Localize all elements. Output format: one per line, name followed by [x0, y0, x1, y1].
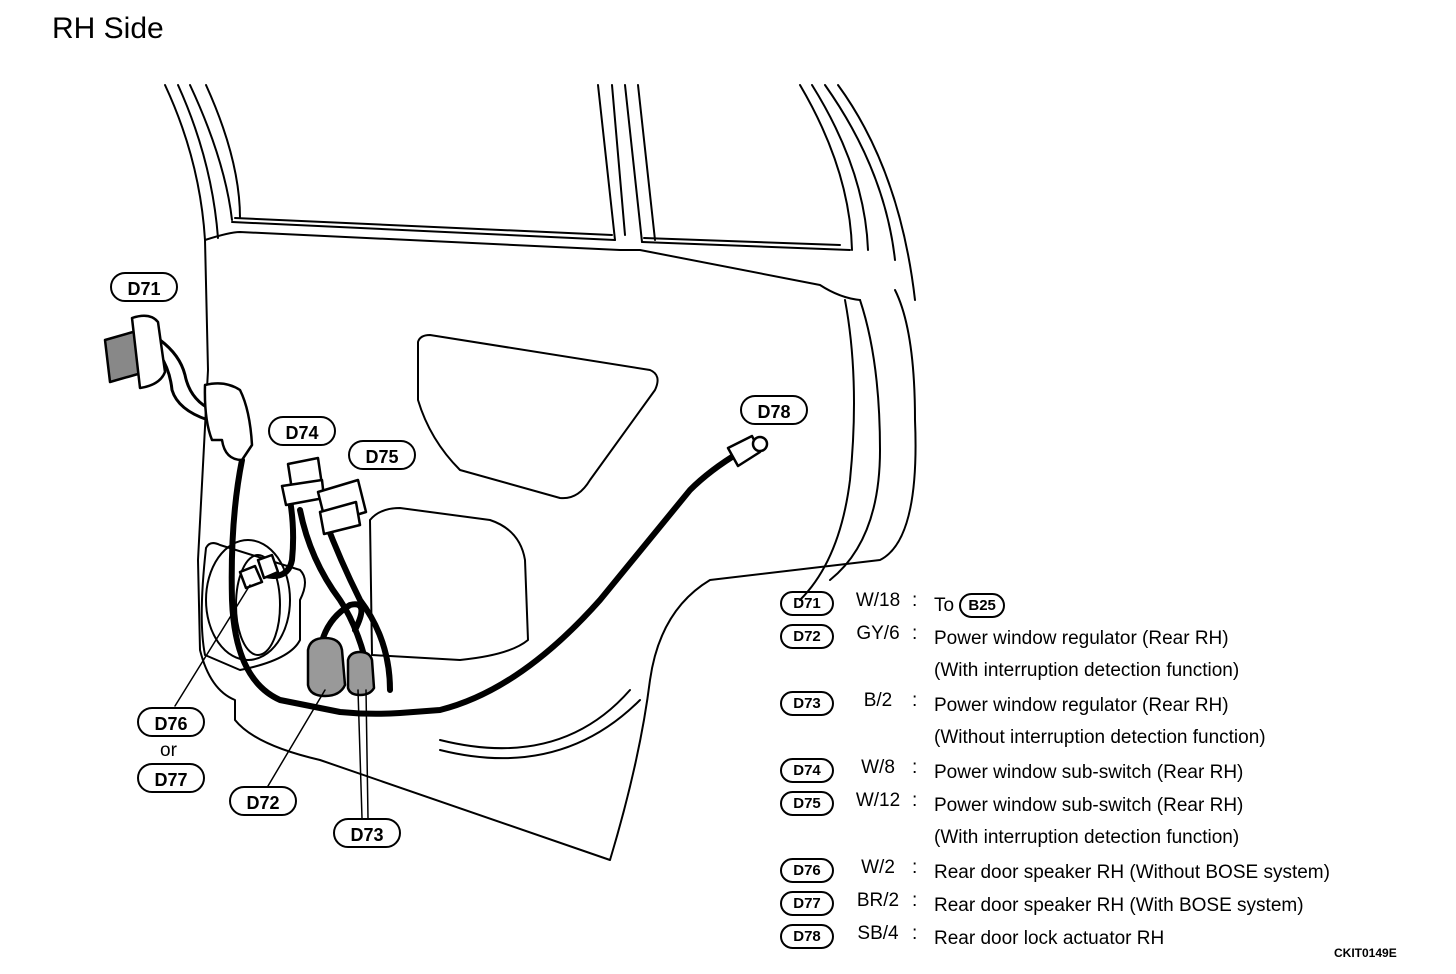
tag-d72: D72 — [229, 786, 297, 816]
legend-tag: D71 — [780, 591, 834, 616]
legend-wire: BR/2 — [856, 890, 900, 911]
legend-desc: To B25 — [934, 590, 1005, 622]
legend-desc: Rear door speaker RH (With BOSE system) — [934, 895, 1304, 916]
legend-desc-line2: (With interruption detection function) — [934, 660, 1240, 681]
legend-desc-line1: Power window regulator (Rear RH) — [934, 695, 1229, 716]
legend-desc: Rear door speaker RH (Without BOSE syste… — [934, 862, 1330, 883]
legend-row-d73: D73 B/2 : Power window regulator (Rear R… — [780, 688, 1440, 755]
door-panel — [197, 231, 917, 861]
legend-row-d75: D75 W/12 : Power window sub-switch (Rear… — [780, 788, 1440, 855]
legend-wire: W/8 — [861, 757, 895, 778]
d73-connector-body — [346, 650, 376, 697]
legend-desc: Power window sub-switch (Rear RH) (With i… — [934, 790, 1243, 854]
d74-connector-body — [280, 456, 326, 507]
legend-tag: D77 — [780, 891, 834, 916]
window-frame — [164, 84, 916, 301]
wire-harness — [228, 449, 743, 717]
legend-sep: : — [912, 790, 918, 811]
legend-wire: B/2 — [863, 690, 893, 711]
legend-tag: D73 — [780, 691, 834, 716]
legend-row-d74: D74 W/8 : Power window sub-switch (Rear … — [780, 755, 1440, 788]
legend-desc-line2: (Without interruption detection function… — [934, 727, 1266, 748]
legend-desc-line2: (With interruption detection function) — [934, 827, 1240, 848]
legend-ref-tag: B25 — [959, 593, 1005, 619]
legend-wire: GY/6 — [856, 623, 900, 644]
legend-wire: W/2 — [861, 857, 895, 878]
legend-row-d76: D76 W/2 : Rear door speaker RH (Without … — [780, 855, 1440, 888]
legend-wire: W/18 — [855, 590, 901, 611]
legend-row-d71: D71 W/18 : To B25 — [780, 588, 1440, 621]
legend-desc: Rear door lock actuator RH — [934, 928, 1165, 949]
tag-d78: D78 — [740, 395, 808, 425]
legend-desc: Power window regulator (Rear RH) (Without… — [934, 690, 1266, 754]
tag-d76: D76 — [137, 707, 205, 737]
legend-tag: D72 — [780, 624, 834, 649]
legend-row-d77: D77 BR/2 : Rear door speaker RH (With BO… — [780, 888, 1440, 921]
legend-wire: W/12 — [855, 790, 901, 811]
legend-tag: D75 — [780, 791, 834, 816]
legend-tag: D76 — [780, 858, 834, 883]
d72-connector-body — [306, 636, 347, 698]
page-title: RH Side — [52, 12, 164, 45]
legend-sep: : — [912, 623, 918, 644]
tag-d77: D77 — [137, 763, 205, 793]
leader-lines — [174, 584, 369, 819]
legend-sep: : — [912, 690, 918, 711]
d71-connector-body — [103, 314, 167, 390]
d76-connector-body — [238, 553, 280, 590]
d78-connector-body — [726, 434, 769, 468]
legend-desc-line1: Power window sub-switch (Rear RH) — [934, 795, 1244, 816]
d75-connector-body — [316, 478, 368, 536]
legend-desc: Power window sub-switch (Rear RH) — [934, 762, 1244, 783]
legend-sep: : — [912, 857, 918, 878]
legend-desc-text: To — [934, 595, 955, 616]
legend-sep: : — [912, 890, 918, 911]
legend-sep: : — [912, 757, 918, 778]
tag-d75: D75 — [348, 440, 416, 470]
legend-row-d72: D72 GY/6 : Power window regulator (Rear … — [780, 621, 1440, 688]
legend-row-d78: D78 SB/4 : Rear door lock actuator RH — [780, 921, 1440, 954]
legend-wire: SB/4 — [857, 923, 899, 944]
legend-tag: D74 — [780, 758, 834, 783]
legend-desc: Power window regulator (Rear RH) (With in… — [934, 623, 1239, 687]
tag-d73: D73 — [333, 818, 401, 848]
legend-sep: : — [912, 590, 918, 611]
connector-legend: D71 W/18 : To B25 D72 GY/6 : Power windo… — [780, 588, 1440, 954]
tag-d74: D74 — [268, 416, 336, 446]
legend-sep: : — [912, 923, 918, 944]
grommet — [203, 382, 254, 462]
or-label: or — [160, 740, 177, 761]
legend-tag: D78 — [780, 924, 834, 949]
figure-code: CKIT0149E — [1334, 946, 1397, 960]
tag-d71: D71 — [110, 272, 178, 302]
legend-desc-line1: Power window regulator (Rear RH) — [934, 628, 1229, 649]
